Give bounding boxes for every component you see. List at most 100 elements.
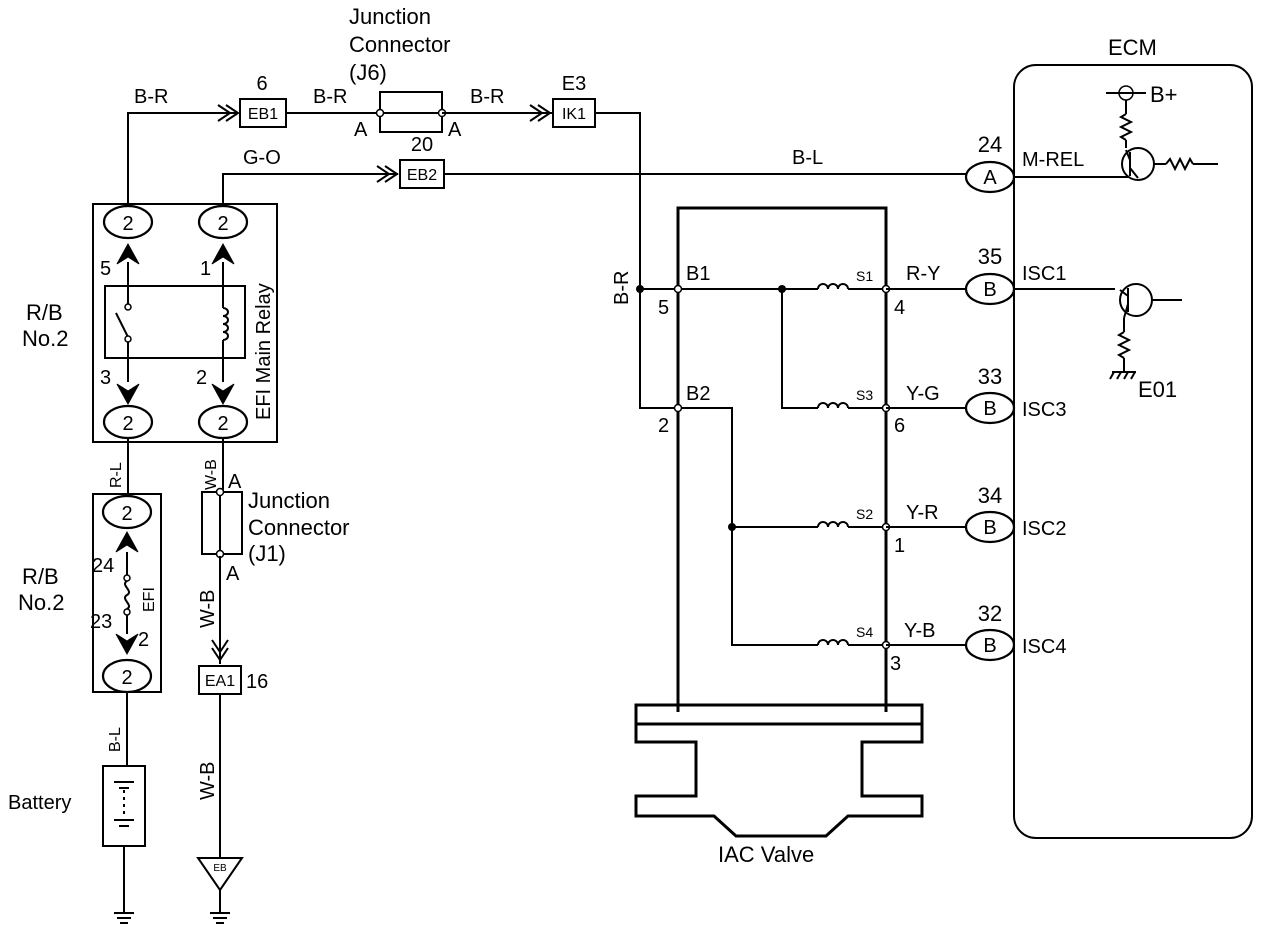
fuse-up-chevron	[115, 530, 139, 553]
relay-term-3: 3	[100, 367, 111, 389]
ecm-e01-label: E01	[1138, 377, 1177, 402]
wire-label-bl-top: B-L	[792, 147, 823, 169]
relay-pin-upper-left	[102, 204, 154, 240]
fuse-contact-bottom	[123, 608, 131, 616]
fuse-pin-lower-label: 2	[121, 667, 132, 689]
j1-pin-a-top: A	[228, 471, 242, 493]
ground-icon-battery	[114, 912, 134, 924]
j6-pin-left	[375, 108, 385, 118]
up-chevron-left	[116, 242, 140, 265]
iac-b2-label: B2	[686, 383, 710, 405]
relay-switch-arm	[115, 312, 129, 338]
ecm-terminal-35-name: ISC1	[1022, 263, 1066, 285]
relay-coil	[222, 307, 229, 341]
fuse-term-23: 23	[90, 611, 112, 633]
wire-label-br-1: B-R	[134, 86, 168, 108]
ecm-isc1-transistor-emitter	[1123, 303, 1129, 319]
ecm-isc1-transistor	[1119, 283, 1153, 317]
iac-pin-4-number: 4	[894, 297, 905, 319]
relay-term-5: 5	[100, 258, 111, 280]
wire-label-ry: R-Y	[906, 263, 940, 285]
wire-br-ik1-to-iac	[595, 112, 678, 409]
fuse-pin-upper-label: 2	[121, 503, 132, 525]
fuse-down-chevron	[115, 633, 139, 656]
j1-title-line3: (J1)	[248, 541, 286, 566]
ground-point-eb	[196, 857, 244, 892]
wire-label-wb-1: W-B	[203, 459, 220, 490]
arrow-into-eb2	[376, 165, 399, 183]
ecm-bplus-label: B+	[1150, 82, 1178, 107]
ground-icon-eb	[210, 912, 230, 924]
relay-block-frame	[92, 203, 278, 443]
wire-label-yg: Y-G	[906, 383, 940, 405]
wire-label-yr: Y-R	[906, 502, 939, 524]
ecm-title: ECM	[1108, 35, 1157, 60]
ecm-mrel-transistor-emitter	[1129, 167, 1139, 179]
fuse-term-2: 2	[138, 629, 149, 651]
wire-label-wb-3: W-B	[197, 761, 219, 800]
iac-pin-1-number: 1	[894, 535, 905, 557]
coil-s2	[817, 521, 849, 528]
iac-valve-body	[634, 703, 924, 838]
fuse-term-24: 24	[92, 555, 114, 577]
ecm-terminal-33-number: 33	[978, 364, 1002, 389]
ecm-terminal-33	[964, 391, 1016, 425]
ecm-terminal-35-conn: B	[983, 279, 996, 301]
wire-label-bl-battery: B-L	[107, 727, 124, 752]
coil-s3	[817, 402, 849, 409]
wire-br-relay-to-eb1	[127, 112, 236, 208]
relay-switch-contact-top	[124, 303, 132, 311]
j1-title-line2: Connector	[248, 515, 350, 540]
j6-title-line2: Connector	[349, 32, 451, 57]
iac-b1-to-s3	[781, 289, 818, 409]
fuse-block-rb-line1: R/B	[22, 564, 59, 589]
wire-label-rl: R-L	[108, 462, 125, 488]
splice-br	[636, 285, 644, 293]
ecm-terminal-24-number: 24	[978, 132, 1002, 157]
ground-point-eb-label: EB	[213, 863, 227, 874]
relay-term-2: 2	[196, 367, 207, 389]
down-chevron-right	[211, 383, 235, 406]
relay-switch-contact-bottom	[124, 335, 132, 343]
iac-b1-pin-number: 5	[658, 297, 669, 319]
j6-title-line3: (J6)	[349, 60, 387, 85]
iac-b2-pin-number: 2	[658, 415, 669, 437]
ecm-terminal-32-name: ISC4	[1022, 636, 1066, 658]
arrow-into-eb1	[217, 104, 240, 122]
relay-pin-lower-left-label: 2	[122, 413, 133, 435]
relay-pin-lower-right-label: 2	[217, 413, 228, 435]
wire-label-br-3: B-R	[470, 86, 504, 108]
j6-pin-a-left: A	[354, 119, 368, 141]
ecm-terminal-32	[964, 628, 1016, 662]
ecm-terminal-33-conn: B	[983, 398, 996, 420]
wire-go-relay-to-eb2	[222, 173, 398, 208]
relay-pin-upper-left-label: 2	[122, 213, 133, 235]
ecm-frame	[1013, 64, 1253, 839]
coil-s2-label: S2	[856, 506, 873, 522]
ecm-terminal-34-conn: B	[983, 517, 996, 539]
iac-valve-frame	[676, 206, 888, 712]
ecm-isc1-transistor-collector	[1119, 289, 1129, 297]
relay-block-rb-line2: No.2	[22, 326, 68, 351]
j1-pin-a-bottom: A	[226, 563, 240, 585]
ecm-terminal-34-name: ISC2	[1022, 518, 1066, 540]
efi-fuse-label: EFI	[141, 587, 158, 612]
coil-s4-label: S4	[856, 624, 873, 640]
relay-internal-box	[104, 285, 246, 359]
connector-ea1-label: EA1	[205, 673, 235, 690]
iac-pin-3-number: 3	[890, 653, 901, 675]
iac-b1-pin	[673, 284, 683, 294]
wire-label-br-vertical: B-R	[611, 271, 633, 305]
ecm-terminal-32-conn: B	[983, 635, 996, 657]
connector-eb2-number: 20	[411, 134, 433, 156]
down-chevron-left	[116, 383, 140, 406]
relay-term-1: 1	[200, 258, 211, 280]
ecm-terminal-24-name: M-REL	[1022, 149, 1084, 171]
j6-pin-a-right: A	[448, 119, 462, 141]
coil-s1-label: S1	[856, 268, 873, 284]
ground-icon-e01	[1109, 371, 1136, 380]
coil-s4	[817, 639, 849, 646]
wire-label-br-2: B-R	[313, 86, 347, 108]
wire-label-go: G-O	[243, 147, 281, 169]
